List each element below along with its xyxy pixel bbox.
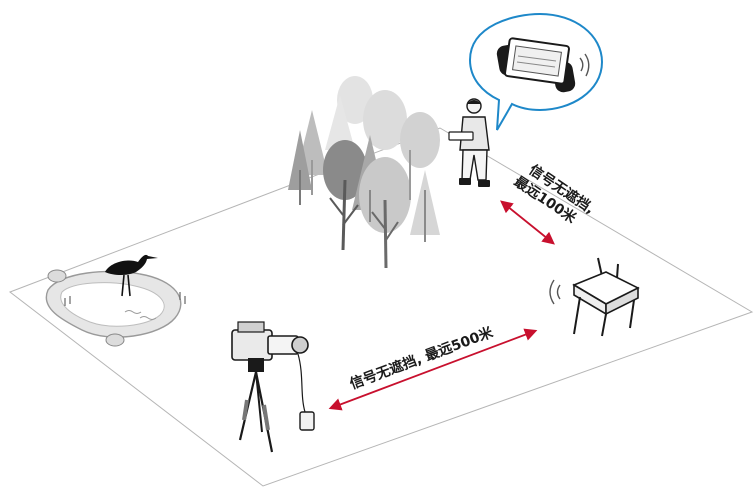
pond-icon: [45, 269, 186, 347]
battery-box-icon: [299, 411, 315, 431]
wifi-signal-icon: [549, 279, 561, 305]
tree-icon: [288, 76, 440, 269]
double-arrow-icon: [500, 200, 555, 245]
wifi-signal-icon: [579, 53, 590, 77]
double-arrow-icon: [328, 328, 538, 411]
relay-station-icon: [572, 257, 640, 337]
operator-person-icon: [448, 98, 490, 187]
bird-stork-icon: [105, 254, 158, 297]
remote-controller-icon: [496, 37, 576, 93]
camera-tripod-icon: [231, 321, 309, 453]
